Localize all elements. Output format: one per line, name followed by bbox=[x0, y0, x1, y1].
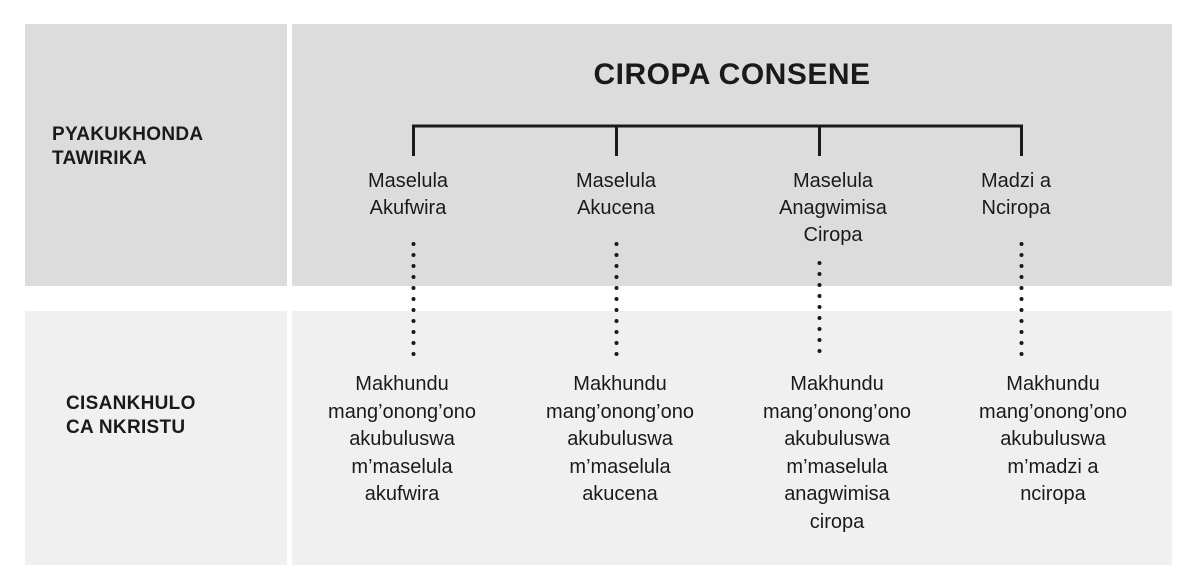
category-line: Madzi a bbox=[980, 170, 1052, 192]
explanation-line: anagwimisa bbox=[784, 483, 890, 505]
explanation-line: akucena bbox=[582, 483, 658, 505]
explanation-line: mang’onong’ono bbox=[328, 400, 476, 423]
row-label-bottom-line: CISANKHULO bbox=[66, 393, 196, 414]
explanation-line: m’madzi a bbox=[1007, 455, 1099, 478]
category-line: Anagwimisa bbox=[779, 197, 887, 219]
explanation-line: Makhundu bbox=[790, 373, 884, 395]
row-label-top-line: PYAKUKHONDA bbox=[52, 124, 204, 145]
row-label-top: PYAKUKHONDA TAWIRIKA bbox=[52, 123, 203, 171]
explanation-line: akubuluswa bbox=[567, 428, 673, 450]
diagram-panel-bottom bbox=[292, 311, 1172, 565]
category-label: Maselula Anagwimisa Ciropa bbox=[723, 168, 943, 249]
diagram-panel-top bbox=[292, 24, 1172, 286]
row-label-top-line: TAWIRIKA bbox=[52, 148, 147, 169]
explanation-line: Makhundu bbox=[355, 373, 449, 395]
explanation-line: akubuluswa bbox=[349, 428, 455, 450]
category-label: Madzi a Nciropa bbox=[906, 168, 1126, 222]
explanation-line: nciropa bbox=[1020, 483, 1086, 505]
category-line: Maselula bbox=[575, 170, 657, 192]
explanation-text: Makhundu mang’onong’ono akubuluswa m’mas… bbox=[727, 371, 947, 536]
row-label-bottom: CISANKHULO CA NKRISTU bbox=[66, 392, 196, 440]
row-label-panel-top bbox=[25, 24, 287, 286]
explanation-line: mang’onong’ono bbox=[763, 400, 911, 423]
category-label: Maselula Akucena bbox=[506, 168, 726, 222]
explanation-line: m’maselula bbox=[786, 455, 888, 478]
explanation-text: Makhundu mang’onong’ono akubuluswa m’mas… bbox=[510, 371, 730, 509]
explanation-text: Makhundu mang’onong’ono akubuluswa m’mad… bbox=[943, 371, 1163, 509]
explanation-line: m’maselula bbox=[351, 455, 453, 478]
explanation-line: ciropa bbox=[809, 510, 865, 533]
diagram-title: CIROPA CONSENE bbox=[593, 58, 871, 91]
explanation-line: m’maselula bbox=[569, 455, 671, 478]
category-line: Maselula bbox=[367, 170, 449, 192]
category-line: Nciropa bbox=[981, 197, 1051, 219]
explanation-text: Makhundu mang’onong’ono akubuluswa m’mas… bbox=[292, 371, 512, 509]
explanation-line: akubuluswa bbox=[784, 428, 890, 450]
category-line: Maselula bbox=[792, 170, 874, 192]
category-label: Maselula Akufwira bbox=[298, 168, 518, 222]
explanation-line: Makhundu bbox=[1006, 373, 1100, 395]
explanation-line: Makhundu bbox=[573, 373, 667, 395]
explanation-line: akufwira bbox=[364, 483, 440, 505]
explanation-line: akubuluswa bbox=[1000, 428, 1106, 450]
category-line: Ciropa bbox=[803, 224, 863, 246]
category-line: Akufwira bbox=[369, 197, 447, 219]
category-line: Akucena bbox=[577, 197, 655, 219]
explanation-line: mang’onong’ono bbox=[546, 400, 694, 423]
row-label-bottom-line: CA NKRISTU bbox=[66, 417, 186, 438]
row-label-panel-bottom bbox=[25, 311, 287, 565]
explanation-line: mang’onong’ono bbox=[979, 400, 1127, 423]
